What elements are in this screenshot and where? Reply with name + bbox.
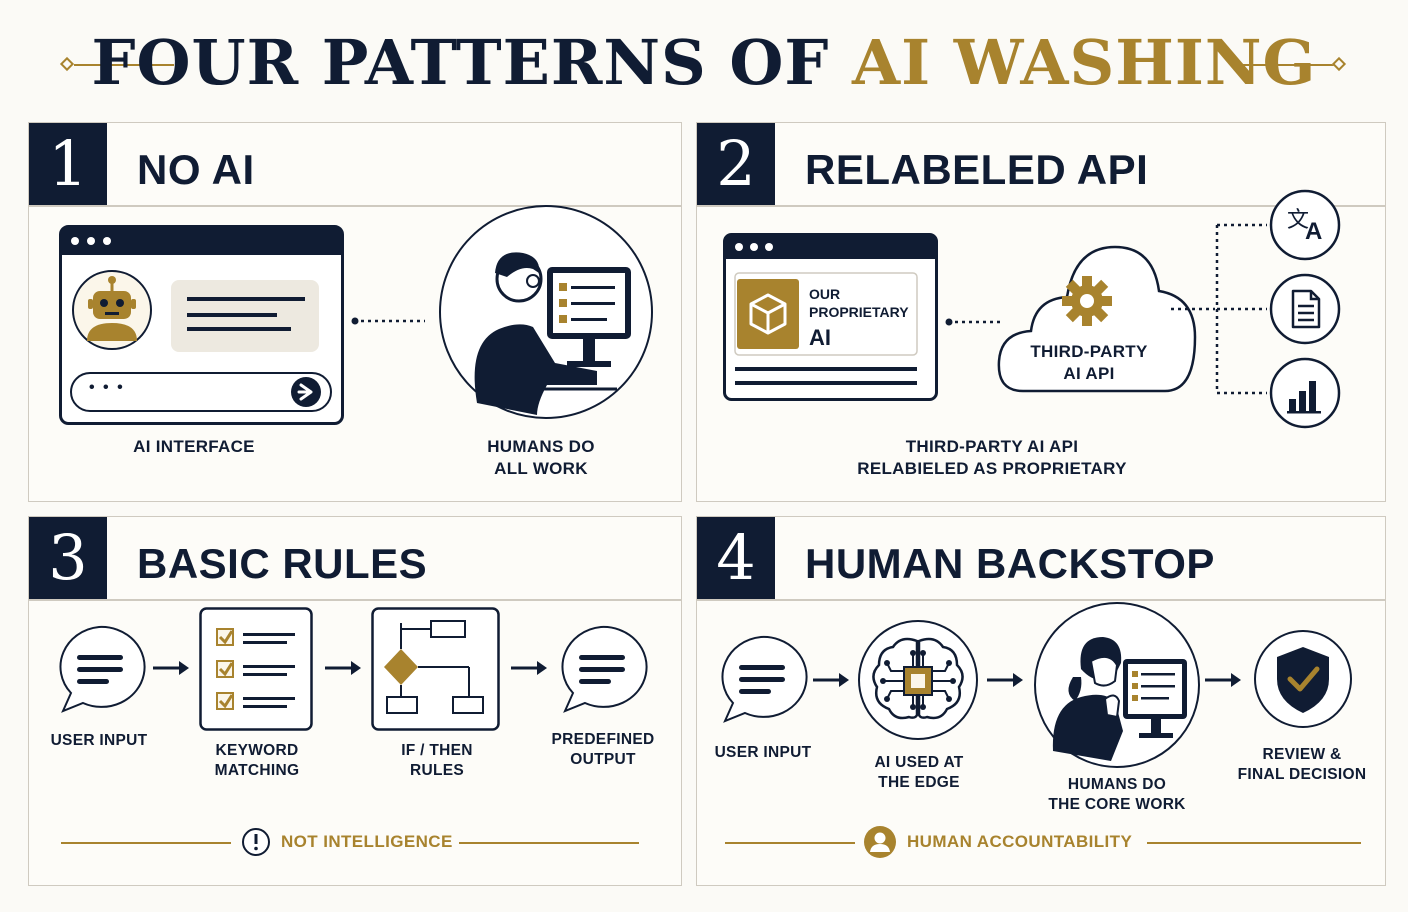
arrow-right-icon — [813, 673, 849, 687]
panel-number: 3 — [29, 517, 107, 599]
person-at-computer-icon — [439, 205, 653, 419]
header-rule — [29, 205, 681, 207]
warning-icon — [242, 828, 270, 856]
chat-bubble-icon — [59, 625, 146, 713]
checklist-icon — [199, 607, 313, 731]
bar-chart-icon — [1269, 357, 1341, 429]
footer-rule-right — [459, 842, 639, 844]
header-rule — [697, 205, 1385, 207]
robot-avatar-icon — [72, 270, 152, 350]
arrow-right-icon — [153, 661, 189, 675]
chat-bubble-icon — [721, 635, 808, 723]
arrow-right-icon — [987, 673, 1023, 687]
step-label: PREDEFINED OUTPUT — [551, 731, 655, 768]
arrow-right-icon — [511, 661, 547, 675]
dotted-connector — [351, 317, 425, 325]
brain-chip-icon — [858, 620, 978, 740]
panel-relabeled-api: 2 RELABELED API OUR PROPRIETARY AI THIRD… — [696, 122, 1386, 502]
title-rule-right — [1234, 64, 1334, 66]
panel-number: 1 — [29, 123, 107, 205]
step-label: USER INPUT — [50, 732, 148, 749]
product-label-line2: PROPRIETARY — [809, 304, 909, 320]
step-label: HUMANS DO THE CORE WORK — [1048, 776, 1186, 813]
title-rule-left — [74, 64, 174, 66]
step-label: AI USED AT THE EDGE — [874, 754, 964, 791]
svg-text:文: 文 — [1287, 208, 1309, 233]
panel-title: RELABELED API — [805, 146, 1149, 193]
input-dots: • • • — [89, 379, 125, 396]
svg-text:A: A — [1305, 218, 1322, 245]
send-icon[interactable] — [289, 375, 323, 409]
document-icon — [1269, 273, 1341, 345]
person-icon — [864, 826, 896, 858]
title-part1: FOUR PATTERNS OF — [91, 26, 853, 99]
translate-icon: 文 A — [1269, 189, 1341, 261]
flowchart-icon — [371, 607, 500, 731]
header-rule — [697, 599, 1385, 601]
page-title: FOUR PATTERNS OF AI WASHING — [0, 28, 1408, 98]
dotted-connector — [945, 318, 1001, 326]
product-label-line3: AI — [809, 325, 831, 350]
cube-icon — [737, 279, 799, 349]
panel-human-backstop: 4 HUMAN BACKSTOP — [696, 516, 1386, 886]
panel-title: NO AI — [137, 146, 255, 193]
caption-relabeled: THIRD-PARTY AI API RELABIELED AS PROPRIE… — [857, 437, 1127, 478]
arrow-right-icon — [1205, 673, 1241, 687]
footer-label: NOT INTELLIGENCE — [281, 832, 453, 851]
footer-rule-left — [61, 842, 231, 844]
panel-no-ai: 1 NO AI • • • — [28, 122, 682, 502]
chat-bubble-icon — [561, 625, 648, 713]
cloud-api — [997, 245, 1197, 393]
panel-title: HUMAN BACKSTOP — [805, 540, 1215, 587]
title-row: FOUR PATTERNS OF AI WASHING — [0, 22, 1408, 102]
title-part2: AI WASHING — [852, 26, 1317, 99]
panel-number: 2 — [697, 123, 775, 205]
woman-at-computer-icon — [1034, 602, 1200, 768]
arrow-right-icon — [325, 661, 361, 675]
caption-humans-work: HUMANS DO ALL WORK — [487, 437, 595, 478]
step-label: REVIEW & FINAL DECISION — [1237, 746, 1367, 783]
caption-ai-interface: AI INTERFACE — [133, 437, 255, 456]
step-label: IF / THEN RULES — [401, 742, 473, 779]
footer-rule-right — [1147, 842, 1361, 844]
panel-number: 4 — [697, 517, 775, 599]
step-label: KEYWORD MATCHING — [214, 742, 300, 779]
api-branch-connector — [1171, 223, 1267, 395]
cloud-label: THIRD-PARTY AI API — [1030, 342, 1148, 383]
product-label-line1: OUR — [809, 286, 841, 302]
footer-rule-left — [725, 842, 855, 844]
shield-check-icon — [1254, 630, 1352, 728]
gear-icon — [1062, 276, 1112, 326]
panel-title: BASIC RULES — [137, 540, 428, 587]
header-rule — [29, 599, 681, 601]
footer-label: HUMAN ACCOUNTABILITY — [907, 832, 1133, 851]
step-label: USER INPUT — [714, 744, 812, 761]
panel-basic-rules: 3 BASIC RULES — [28, 516, 682, 886]
